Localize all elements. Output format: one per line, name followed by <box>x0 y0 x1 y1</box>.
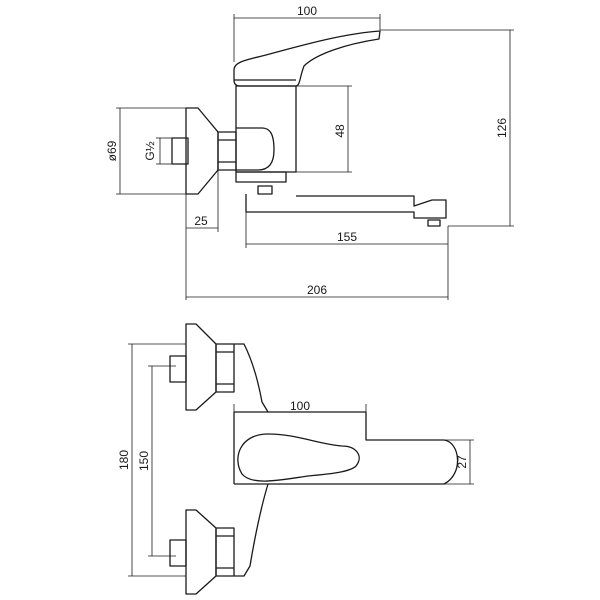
mixer-body-top <box>234 343 269 577</box>
inlet-connector-top-upper <box>169 355 187 383</box>
inlet-connector-top-lower <box>169 539 187 567</box>
inlet-connector-side <box>171 137 189 165</box>
dim-wall-flange: ø69 <box>105 140 119 161</box>
dim-wall-offset: 25 <box>194 214 208 228</box>
wall-flange-top-upper <box>185 323 217 411</box>
spout-aerator-side <box>427 219 441 227</box>
dim-spout-length: 155 <box>337 230 357 244</box>
dim-inlet-spacing: 150 <box>137 451 151 471</box>
wall-flange-side <box>185 107 219 195</box>
dim-lever-length: 100 <box>290 399 310 413</box>
dim-top-width: 100 <box>297 4 317 18</box>
dim-lever-width: 27 <box>455 455 469 469</box>
side-view: 100 126 48 ø69 G½ 25 155 206 <box>105 4 514 300</box>
collar-detail <box>257 185 273 195</box>
dim-total-height: 126 <box>495 118 509 138</box>
hex-nut-top-upper <box>215 343 235 393</box>
dim-thread: G½ <box>143 141 157 160</box>
dim-overall-width: 180 <box>117 450 131 470</box>
hex-nut-top-lower <box>215 527 235 577</box>
body-recess-side <box>236 127 275 171</box>
wall-flange-top-lower <box>185 509 217 595</box>
top-view: 100 27 150 180 <box>117 323 474 595</box>
dim-body-height: 48 <box>333 124 347 138</box>
dim-total-length: 206 <box>307 283 327 297</box>
lever-grip-top <box>237 433 360 482</box>
lever-handle-top <box>234 411 459 485</box>
hex-nut-side <box>217 131 237 171</box>
spout-collar-side <box>235 171 287 183</box>
lever-handle-side <box>233 30 381 87</box>
spout-side <box>245 194 447 219</box>
